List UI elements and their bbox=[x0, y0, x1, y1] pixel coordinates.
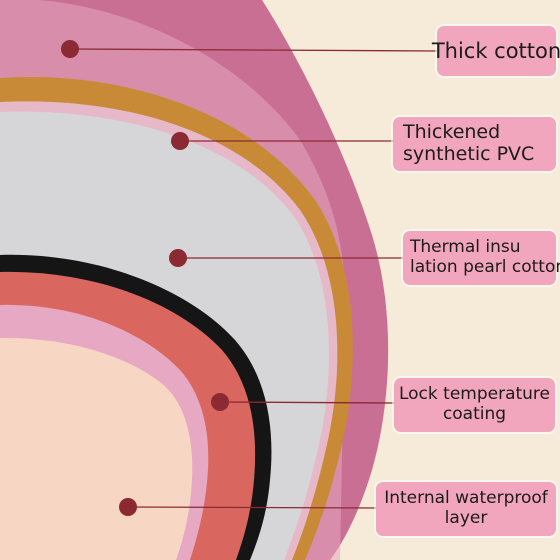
marker-dot-5 bbox=[119, 498, 137, 516]
label-coating: Lock temperature coating bbox=[394, 378, 555, 432]
marker-dot-1 bbox=[61, 40, 79, 58]
label-thickened-pvc-line-1: Thickened bbox=[403, 121, 501, 144]
label-thickened-pvc-line-2: synthetic PVC bbox=[403, 143, 535, 165]
label-coating-line-1: Lock temperature bbox=[398, 384, 551, 405]
label-pearl-cotton: Thermal insu lation pearl cotton bbox=[403, 231, 560, 285]
label-thick-cotton-line-1: Thick cotton bbox=[431, 38, 560, 63]
label-pearl-cotton-line-1: Thermal insu bbox=[410, 237, 521, 258]
label-waterproof-line-1: Internal waterproof bbox=[384, 488, 548, 509]
label-thickened-pvc: Thickened synthetic PVC bbox=[393, 117, 556, 171]
marker-dot-2 bbox=[171, 132, 189, 150]
leader-line-1 bbox=[69, 48, 438, 52]
marker-dot-4 bbox=[211, 393, 229, 411]
marker-dot-3 bbox=[169, 249, 187, 267]
label-waterproof-line-2: layer bbox=[444, 508, 488, 528]
label-pearl-cotton-line-2: lation pearl cotton bbox=[410, 257, 560, 277]
label-thick-cotton: Thick cotton bbox=[432, 26, 560, 76]
label-waterproof: Internal waterproof layer bbox=[376, 482, 556, 536]
waterproof-layer bbox=[0, 337, 193, 560]
leader-line-4 bbox=[219, 401, 395, 404]
leader-line-5 bbox=[127, 506, 377, 509]
label-coating-line-2: coating bbox=[442, 404, 507, 424]
